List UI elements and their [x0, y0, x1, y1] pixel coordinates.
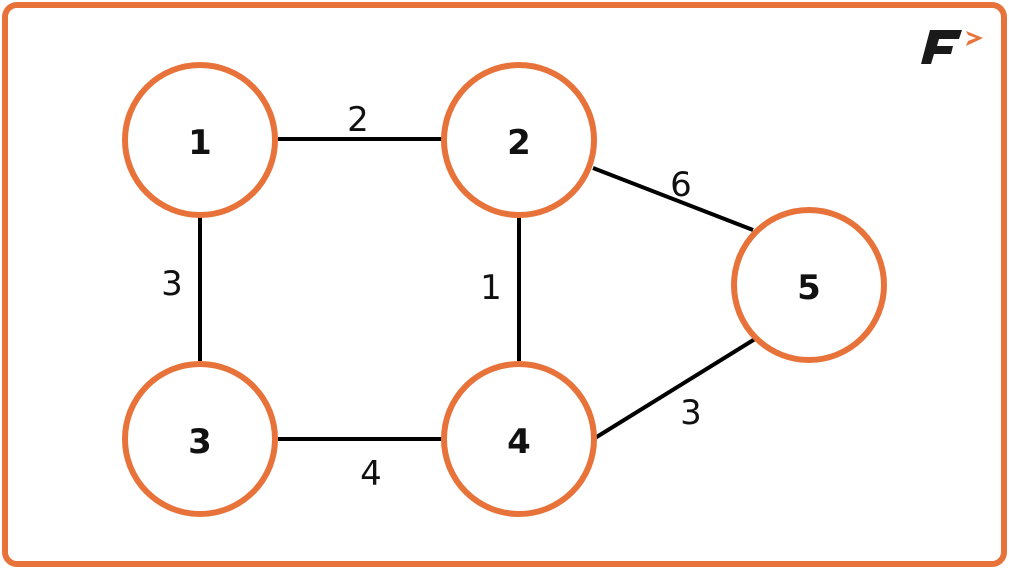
graph-node-2: 2 — [441, 62, 597, 218]
edge-weight-1-3: 3 — [161, 264, 183, 304]
edge-weight-3-4: 4 — [360, 454, 382, 494]
node-circle — [122, 62, 278, 218]
node-circle — [731, 207, 887, 363]
node-circle — [441, 361, 597, 517]
edge-weight-2-5: 6 — [670, 165, 692, 205]
brand-logo-icon — [921, 30, 983, 64]
node-label: 3 — [188, 422, 212, 462]
node-label: 1 — [188, 123, 212, 163]
edge-weight-1-2: 2 — [347, 100, 369, 140]
node-circle — [441, 62, 597, 218]
node-label: 2 — [507, 123, 531, 163]
graph-node-4: 4 — [441, 361, 597, 517]
edge-weight-2-4: 1 — [480, 268, 502, 308]
graph-node-3: 3 — [122, 361, 278, 517]
node-label: 5 — [797, 268, 821, 308]
edge-2-5 — [592, 166, 754, 232]
node-circle — [122, 361, 278, 517]
logo-letter-f — [921, 30, 962, 64]
graph-node-5: 5 — [731, 207, 887, 363]
edge-4-5 — [593, 337, 757, 440]
node-label: 4 — [507, 422, 531, 462]
graph-node-1: 1 — [122, 62, 278, 218]
edge-weight-4-5: 3 — [680, 393, 702, 433]
logo-arrow — [966, 31, 983, 46]
